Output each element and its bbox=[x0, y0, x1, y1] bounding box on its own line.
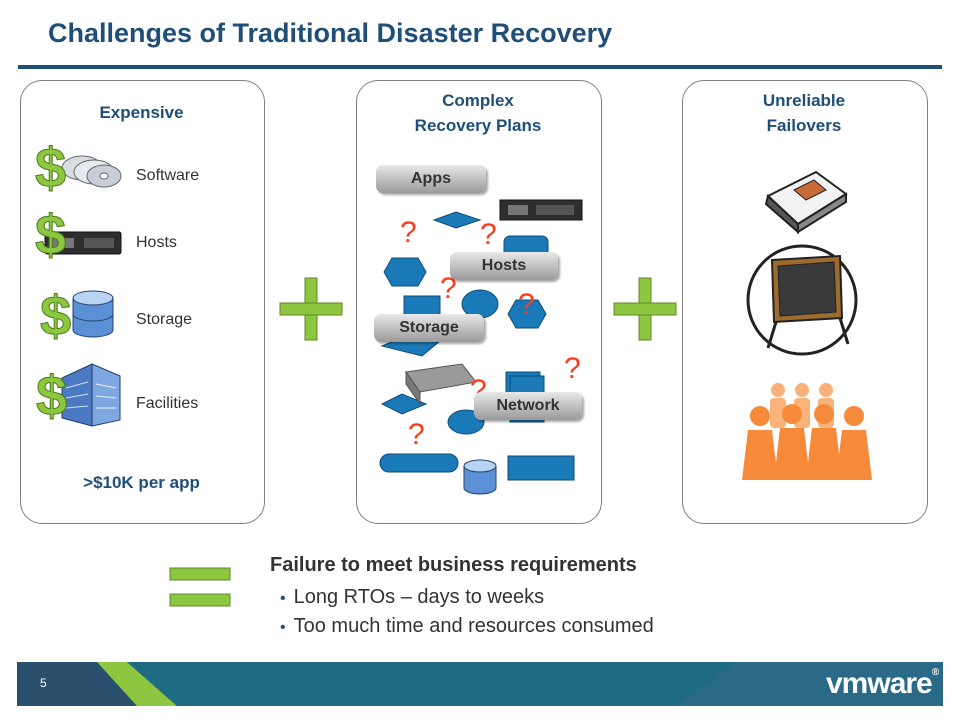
unreliable-title-line1: Unreliable bbox=[762, 91, 846, 110]
question-mark: ? bbox=[400, 216, 417, 249]
dollar-icon: $ bbox=[34, 136, 67, 199]
database-icon bbox=[72, 290, 114, 338]
result-bullet-text: Long RTOs – days to weeks bbox=[293, 586, 545, 608]
expensive-item-facilities: Facilities bbox=[136, 395, 199, 412]
question-mark: ? bbox=[440, 272, 457, 305]
expensive-item-hosts: Hosts bbox=[136, 234, 177, 251]
expensive-title: Expensive bbox=[99, 103, 184, 122]
unreliable-title: Unreliable Failovers bbox=[682, 88, 926, 138]
plus-icon bbox=[613, 277, 677, 341]
network-label: Network bbox=[474, 392, 582, 420]
question-mark: ? bbox=[480, 218, 497, 251]
registered-mark: ® bbox=[931, 667, 939, 678]
result-bullet-text: Too much time and resources consumed bbox=[293, 615, 654, 637]
footer-bar bbox=[17, 662, 943, 706]
equals-icon bbox=[169, 567, 231, 607]
question-mark: ? bbox=[518, 288, 535, 321]
hosts-label: Hosts bbox=[450, 252, 558, 280]
bullet-dot-icon: • bbox=[280, 619, 286, 636]
building-icon bbox=[61, 363, 121, 427]
manual-book-icon bbox=[764, 170, 848, 234]
software-discs-icon bbox=[61, 155, 122, 188]
storage-label: Storage bbox=[374, 314, 484, 342]
result-bullet: • Long RTOs – days to weeks bbox=[280, 586, 544, 609]
question-mark: ? bbox=[564, 352, 581, 385]
complex-title-line1: Complex bbox=[442, 91, 514, 110]
expensive-item-software: Software bbox=[136, 167, 200, 184]
question-mark: ? bbox=[408, 418, 425, 451]
server-icon bbox=[44, 231, 122, 255]
plus-icon bbox=[279, 277, 343, 341]
result-heading: Failure to meet business requirements bbox=[270, 554, 637, 576]
people-group-icon bbox=[742, 383, 872, 480]
dollar-icon: $ bbox=[34, 203, 67, 266]
flowchart-diagram bbox=[379, 199, 583, 495]
vmware-logo: vmware® bbox=[826, 667, 939, 701]
vmware-logo-text: vmware bbox=[826, 667, 933, 700]
page-number: 5 bbox=[40, 676, 47, 690]
result-bullet: • Too much time and resources consumed bbox=[280, 615, 654, 638]
expensive-panel bbox=[20, 80, 265, 524]
expensive-item-storage: Storage bbox=[136, 311, 193, 328]
complex-title: Complex Recovery Plans bbox=[356, 88, 600, 138]
apps-label: Apps bbox=[376, 165, 486, 193]
title-rule bbox=[18, 65, 942, 69]
complex-title-line2: Recovery Plans bbox=[414, 116, 542, 135]
dollar-icon: $ bbox=[39, 284, 72, 347]
bullet-dot-icon: • bbox=[280, 590, 286, 607]
slide-title: Challenges of Traditional Disaster Recov… bbox=[48, 18, 613, 48]
dollar-icon: $ bbox=[35, 364, 68, 427]
unreliable-title-line2: Failovers bbox=[766, 116, 842, 135]
chalkboard-icon bbox=[746, 244, 858, 356]
expensive-cost: >$10K per app bbox=[83, 473, 200, 492]
